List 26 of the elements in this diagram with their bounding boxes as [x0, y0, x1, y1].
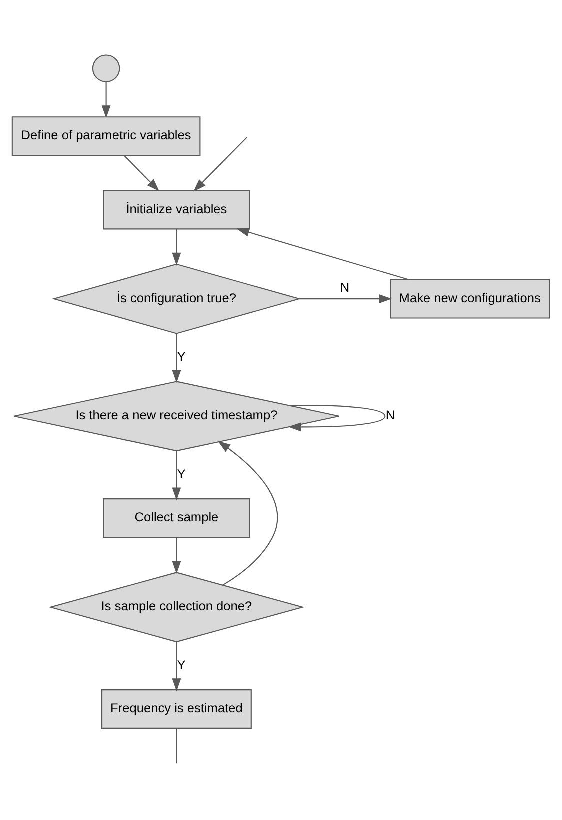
- arrow: [218, 441, 278, 586]
- arrow: [172, 538, 182, 574]
- edge-label: N: [340, 280, 350, 296]
- arrow: [124, 155, 160, 192]
- node-box: İnitialize variables: [103, 190, 250, 230]
- arrow: [172, 451, 182, 500]
- arrow: [172, 229, 182, 266]
- node-diamond: İs configuration true?: [52, 264, 302, 334]
- arrow: [288, 405, 386, 432]
- node-box: Make new configurations: [390, 279, 550, 319]
- node-box: Frequency is estimated: [102, 690, 252, 729]
- node-box: Define of parametric variables: [12, 116, 201, 156]
- node-diamond: Is sample collection done?: [48, 572, 305, 643]
- edge-label: Y: [177, 349, 186, 364]
- edge-label: Y: [177, 466, 186, 482]
- arrow: [194, 137, 248, 192]
- arrow: [172, 334, 182, 384]
- edge-label: Y: [177, 657, 186, 672]
- arrow: [299, 294, 392, 304]
- arrow: [172, 642, 182, 692]
- arrow: [102, 82, 111, 118]
- node-box: Collect sample: [103, 498, 250, 538]
- connector: [176, 728, 178, 764]
- arrow: [236, 228, 409, 280]
- node-circle: [92, 54, 120, 82]
- edge-label: N: [386, 408, 396, 423]
